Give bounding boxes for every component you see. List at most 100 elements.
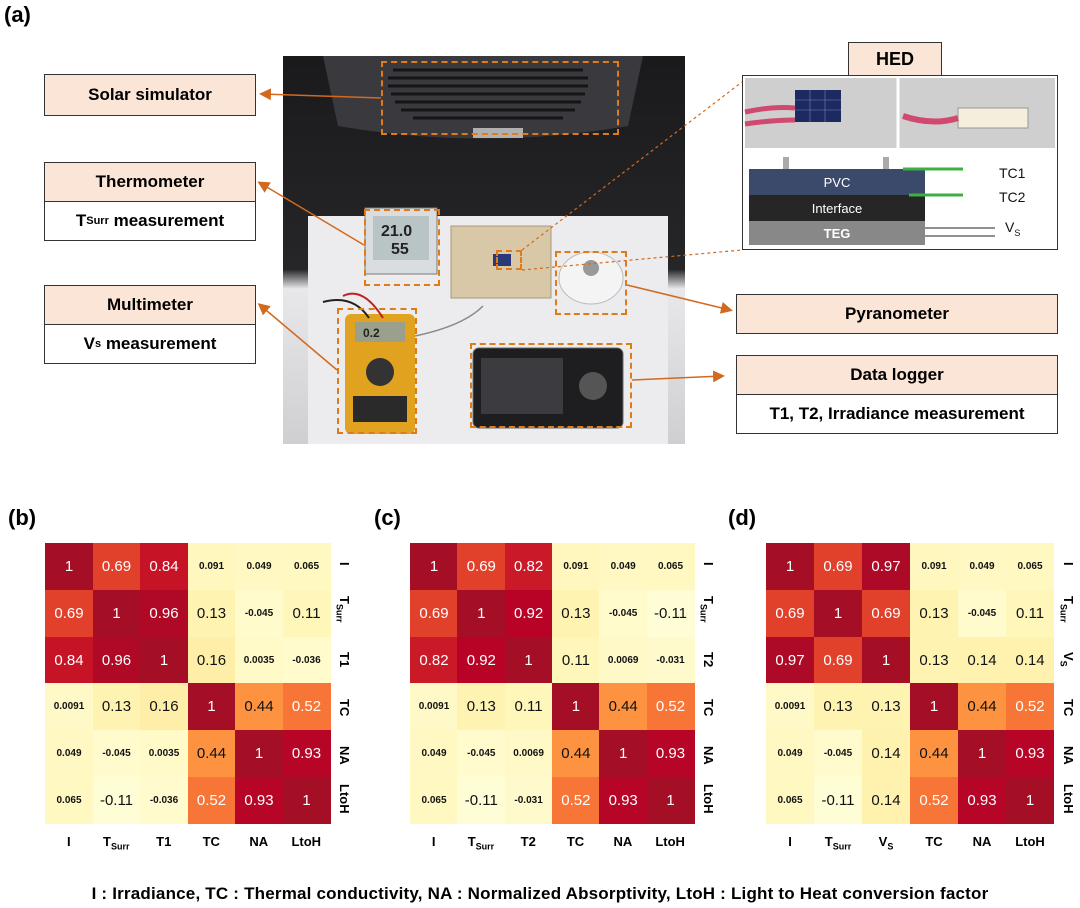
heatmap-cell: 0.69: [457, 543, 506, 590]
heatmap-y-tick: T1: [337, 652, 352, 668]
highlight-pyranometer: [555, 251, 627, 315]
vs-sub: s: [94, 338, 102, 350]
heatmap-cell: 0.13: [910, 636, 958, 684]
hed-illustration: PVC Interface TEG TC1 TC2 VS: [744, 78, 1055, 245]
heatmap-cell: 0.97: [862, 543, 910, 590]
data-logger-measurement-label: T1, T2, Irradiance measurement: [736, 394, 1058, 434]
heatmap-x-tick: NA: [972, 833, 992, 849]
heatmap-cell: 0.049: [45, 730, 93, 778]
heatmap-x-tick: LtoH: [655, 833, 685, 849]
heatmap-label: (c): [374, 505, 401, 530]
heatmap-cell: 0.049: [766, 730, 814, 778]
heatmap-cell: 0.44: [551, 730, 600, 778]
heatmap-x-tick: TSurr: [103, 833, 130, 852]
heatmap-cell: 0.93: [235, 777, 283, 824]
heatmap-cell: 0.13: [551, 589, 600, 637]
heatmap-x-tick: TC: [566, 833, 585, 849]
heatmap-cell: 0.091: [910, 543, 958, 590]
heatmap-cell: 0.93: [282, 730, 331, 778]
heatmap-x-tick: I: [66, 833, 71, 849]
heatmap-cell: -0.031: [646, 636, 695, 684]
heatmap-x-tick: I: [431, 833, 436, 849]
heatmap-cell: 0.92: [457, 636, 506, 684]
heatmap-y-tick: TSurr: [1058, 596, 1076, 623]
heatmap-cell: -0.031: [504, 777, 553, 824]
heatmap-cell: 1: [1006, 777, 1054, 824]
heatmap-cell: 1: [766, 543, 814, 590]
heatmap-cell: 1: [457, 589, 506, 637]
heatmap-y-tick: VS: [1058, 652, 1076, 667]
heatmap-x-tick: T2: [520, 833, 536, 849]
heatmap-cell: 1: [504, 636, 553, 684]
vs-suffix: measurement: [101, 334, 217, 353]
heatmap-cell: 0.13: [814, 683, 862, 731]
heatmap-cell: 0.69: [410, 589, 458, 637]
thermometer-label: Thermometer: [44, 162, 256, 202]
heatmap-y-tick: LtoH: [1061, 784, 1076, 814]
heatmap-cell: 0.049: [599, 543, 648, 590]
tsurr-sub: Surr: [86, 215, 109, 227]
heatmap-x-tick: NA: [249, 833, 269, 849]
heatmap-cell: 0.0091: [45, 683, 93, 731]
thermometer-readout-top: 21.0: [381, 223, 412, 240]
heatmap-cell: 0.14: [1006, 636, 1054, 684]
highlight-solar-simulator: [381, 61, 619, 135]
heatmap-x-tick: I: [788, 833, 792, 849]
heatmap-cell: 0.52: [187, 777, 236, 824]
heatmap-x-tick: T1: [156, 833, 172, 849]
heatmap-cell: 0.69: [814, 543, 862, 590]
thermometer-readout-bottom: 55: [391, 241, 409, 258]
heatmap-cell: 0.93: [1006, 730, 1054, 778]
heatmap-cell: 0.69: [92, 543, 141, 590]
heatmap-x-tick: TSurr: [467, 833, 495, 852]
heatmap-y-tick: NA: [337, 745, 352, 765]
heatmap-cell: 1: [92, 589, 141, 637]
heatmap-y-tick: NA: [1061, 745, 1076, 765]
heatmap-cell: 0.52: [1006, 683, 1054, 731]
vs-prefix: V: [83, 334, 95, 353]
heatmap-cell: 0.11: [282, 589, 331, 637]
hed-layer-interface: Interface: [812, 201, 863, 216]
heatmap-cell: 0.93: [646, 730, 695, 778]
highlight-hed-sample: [496, 250, 522, 270]
heatmap-cell: -0.036: [282, 636, 331, 684]
heatmap-y-tick: TC: [337, 698, 352, 717]
heatmap-cell: 1: [187, 683, 236, 731]
heatmap-cell: 0.82: [410, 636, 458, 684]
heatmap-x-tick: NA: [613, 833, 633, 849]
heatmap-y-tick: LtoH: [337, 784, 352, 814]
heatmap-cell: 0.0091: [766, 683, 814, 731]
tsurr-prefix: T: [75, 211, 87, 230]
heatmap-cell: 1: [235, 730, 283, 778]
heatmap-cell: 1: [410, 543, 458, 590]
heatmap-cell: 0.93: [958, 777, 1006, 824]
heatmap-cell: 0.96: [140, 589, 188, 637]
heatmap-y-tick: I: [700, 562, 716, 567]
heatmap-cell: 0.049: [958, 543, 1006, 590]
heatmap-cell: 0.52: [551, 777, 600, 824]
heatmap-cell: 0.84: [140, 543, 188, 590]
heatmap-cell: 0.14: [958, 636, 1006, 684]
heatmap-x-tick: LtoH: [291, 833, 322, 849]
heatmap-cell: 1: [599, 730, 648, 778]
heatmap-x-tick: TSurr: [824, 833, 852, 852]
heatmap-cell: 1: [814, 589, 862, 637]
heatmap-cell: 0.44: [235, 683, 283, 731]
heatmap-cell: 0.11: [1006, 589, 1054, 637]
heatmap-cell: 0.44: [958, 683, 1006, 731]
hed-layer-teg: TEG: [824, 226, 851, 241]
heatmap-y-tick: I: [337, 562, 352, 567]
heatmap-cell: 0.091: [187, 543, 236, 590]
heatmap-cell: -0.11: [92, 777, 141, 824]
heatmap-cell: 0.13: [187, 589, 236, 637]
heatmap-cell: 0.0091: [410, 683, 458, 731]
heatmap-cell: 0.0069: [599, 636, 648, 684]
hed-layer-pvc: PVC: [824, 175, 851, 190]
heatmap-cell: -0.036: [140, 777, 188, 824]
heatmap-cell: 0.14: [862, 730, 910, 778]
figure-caption: I : Irradiance, TC : Thermal conductivit…: [91, 884, 989, 903]
heatmap-cell: 1: [910, 683, 958, 731]
solar-simulator-label: Solar simulator: [44, 74, 256, 116]
